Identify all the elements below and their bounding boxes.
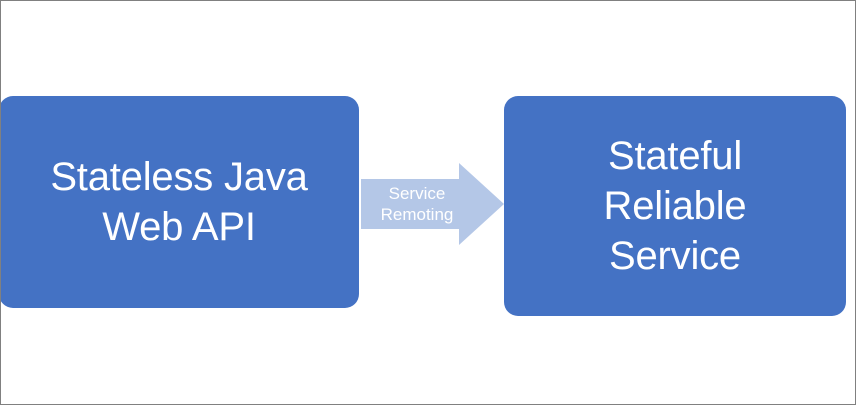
- node-stateful-reliable-service-label: Stateful Reliable Service: [603, 134, 747, 278]
- node-stateless-java-web-api[interactable]: Stateless Java Web API: [1, 96, 359, 308]
- node-stateless-java-web-api-label: Stateless Java Web API: [50, 155, 308, 249]
- right-arrow-icon: [361, 163, 504, 245]
- connector-service-remoting-arrow[interactable]: Service Remoting: [361, 163, 504, 245]
- node-stateful-reliable-service[interactable]: Stateful Reliable Service: [504, 96, 846, 316]
